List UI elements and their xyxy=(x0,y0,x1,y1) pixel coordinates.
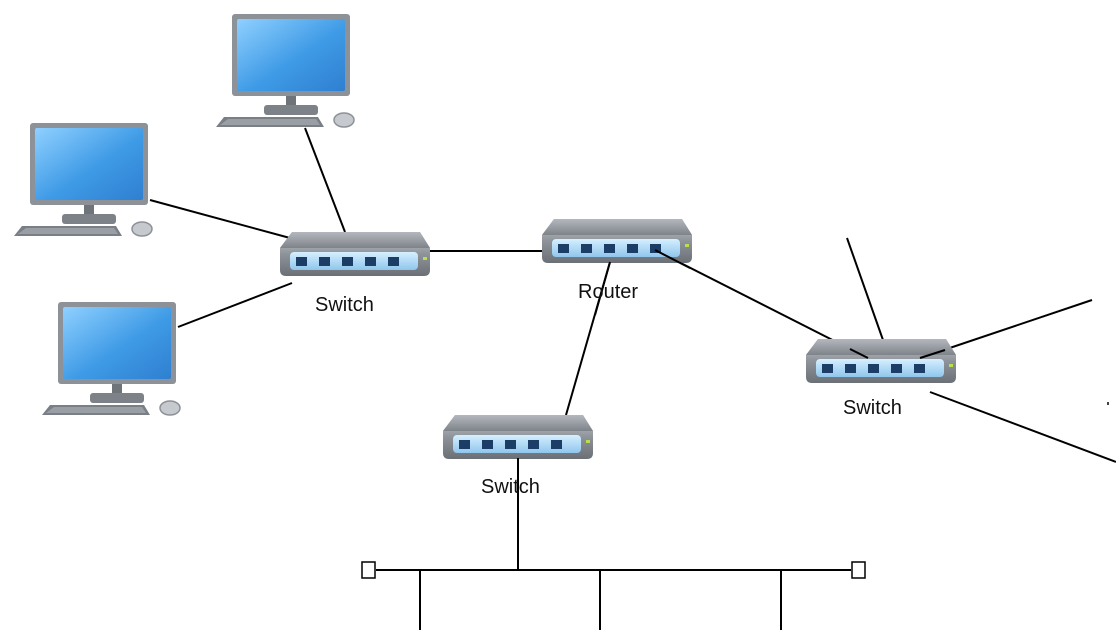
stray-mark xyxy=(1107,402,1109,405)
link-switch-right-up xyxy=(846,237,884,341)
desktop-computer-icon[interactable] xyxy=(216,14,355,128)
desktop-computer-icon[interactable] xyxy=(14,123,153,237)
network-switch-icon[interactable] xyxy=(443,415,593,459)
overlay-lines xyxy=(517,249,946,500)
network-switch-icon[interactable] xyxy=(806,339,956,383)
link-pc-top-switch xyxy=(304,127,346,233)
router-label: Router xyxy=(578,281,639,303)
switch-left-label: Switch xyxy=(315,294,374,316)
link-switch-right-downright xyxy=(929,391,1116,463)
switch-bottom-label: Switch xyxy=(481,476,540,498)
router-icon[interactable] xyxy=(542,219,692,263)
switch-right-label: Switch xyxy=(843,397,902,419)
desktop-computer-icon[interactable] xyxy=(42,302,181,416)
connection-lines xyxy=(149,127,1116,630)
bus-terminator-icon xyxy=(361,561,376,579)
link-pc-bottom-switch xyxy=(177,282,293,328)
bus-terminator-icon xyxy=(851,561,866,579)
link-pc-left-switch xyxy=(149,199,291,239)
network-switch-icon[interactable] xyxy=(280,232,430,276)
